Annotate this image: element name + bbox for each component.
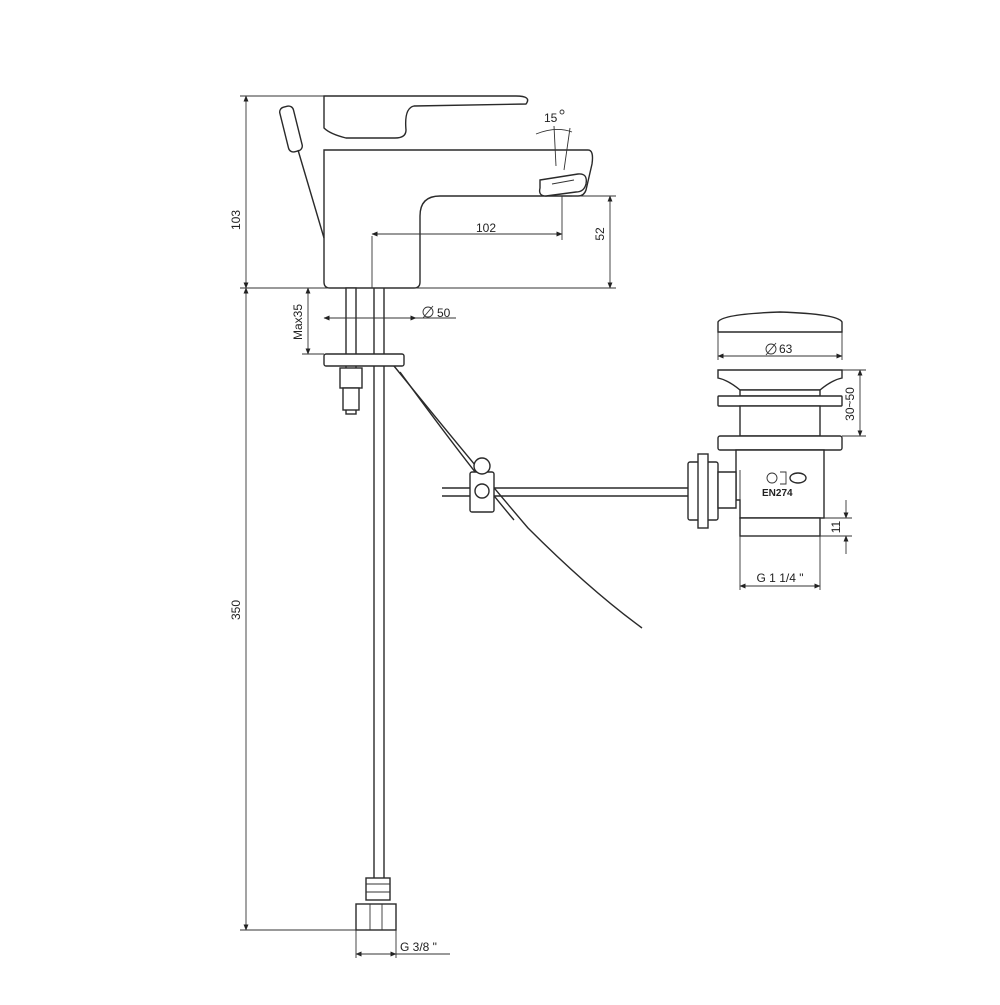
- fixing-plate: [323, 353, 405, 367]
- waste-assembly: [687, 311, 843, 537]
- aerator: [538, 173, 588, 197]
- spout-body: [323, 149, 594, 289]
- popup-rod: [279, 105, 325, 239]
- angle-ref-line: [553, 125, 557, 167]
- dim-adjust-range: 30~50: [843, 387, 857, 421]
- dim-waste-thread: G 1 1/4 ": [757, 571, 804, 585]
- waste-nut: [717, 435, 843, 451]
- popup-linkage: [393, 365, 694, 629]
- dim-hose-length: 350: [229, 600, 243, 620]
- hose-ferrule: [365, 877, 391, 901]
- dim-deck-thickness: Max35: [291, 304, 305, 340]
- dim-spout-reach: 102: [476, 221, 496, 235]
- approval-mark: [766, 471, 807, 485]
- dim-inlet-thread: G 3/8 ": [400, 940, 437, 954]
- lever-handle: [323, 95, 529, 139]
- clamp-screw: [473, 457, 491, 475]
- angle-ref-line-2: [563, 127, 571, 171]
- dim-lever-angle: 15: [544, 111, 558, 125]
- faucet-body: [279, 95, 594, 289]
- waste-washer: [717, 395, 843, 407]
- inlet-nut: [355, 903, 397, 931]
- dimensions: 103 350 Max35 102 52 15 50 G 3/8 ": [229, 95, 866, 958]
- dim-cap-diameter: 63: [779, 342, 793, 356]
- dim-tail-length: 11: [829, 520, 843, 533]
- dim-mounting-hole: 50: [437, 306, 451, 320]
- mounting-assembly: [323, 287, 405, 931]
- dim-spout-height: 52: [593, 227, 607, 241]
- standard-mark: EN274: [762, 488, 793, 499]
- stud-end: [342, 387, 360, 411]
- cable: [393, 365, 643, 629]
- popup-cap: [717, 311, 843, 333]
- waste-flange: [717, 369, 843, 391]
- aerator-line: [551, 179, 575, 185]
- dim-total-height: 103: [229, 210, 243, 230]
- fixing-nut: [339, 367, 363, 389]
- waste-tail: [739, 517, 821, 537]
